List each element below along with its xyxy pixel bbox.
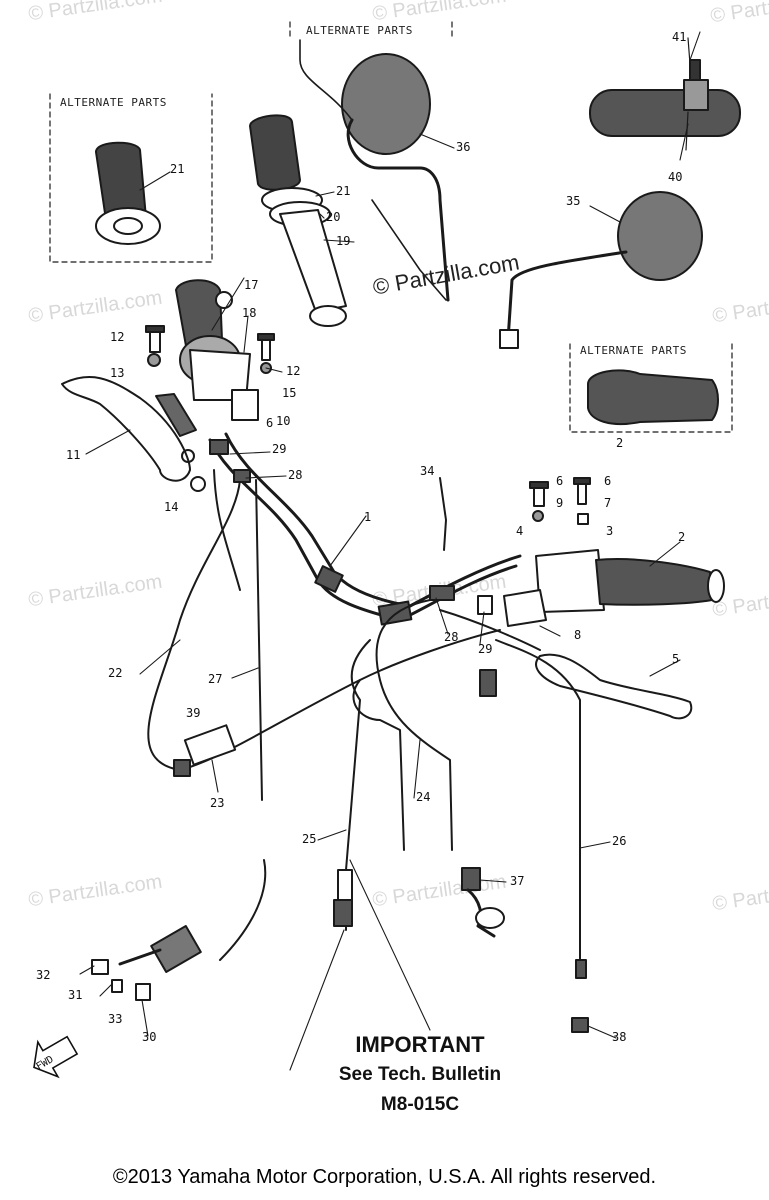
- callout-17: 17: [244, 278, 259, 292]
- callout-29: 29: [272, 442, 287, 456]
- callout-12: 12: [286, 364, 301, 378]
- fwd-arrow-icon: [33, 1035, 79, 1079]
- callout-31: 31: [68, 988, 83, 1002]
- alternate-parts-box: [49, 21, 733, 433]
- right-switch-assembly: [503, 549, 725, 627]
- callout-7: 7: [604, 496, 612, 510]
- cable-ends: [91, 724, 589, 1033]
- callout-9: 9: [556, 496, 564, 510]
- mirror-35: [499, 191, 703, 349]
- grip-19-20-21: [249, 114, 347, 327]
- callout-5: 5: [672, 652, 680, 666]
- cables: [147, 469, 581, 961]
- left-grip-assembly: [155, 279, 259, 437]
- callout-26: 26: [612, 834, 627, 848]
- adjuster-28-29: [209, 439, 497, 697]
- callout-41: 41: [672, 30, 687, 44]
- callout-23: 23: [210, 796, 225, 810]
- notice-title: IMPORTANT: [355, 1032, 485, 1057]
- callout-2: 2: [678, 530, 686, 544]
- callout-24: 24: [416, 790, 431, 804]
- callout-27: 27: [208, 672, 223, 686]
- callout-19: 19: [336, 234, 351, 248]
- notice-line-2: M8-015C: [380, 1094, 460, 1115]
- callout-21: 21: [170, 162, 185, 176]
- alternate-parts-label: ALTERNATE PARTS: [580, 344, 687, 357]
- callout-22: 22: [108, 666, 123, 680]
- callout-25: 25: [302, 832, 317, 846]
- clutch-lever-11: [61, 376, 195, 482]
- grip-40-41: [589, 37, 741, 151]
- callout-12: 12: [110, 330, 125, 344]
- callout-2: 2: [616, 436, 624, 450]
- callout-20: 20: [326, 210, 341, 224]
- callout-6: 6: [604, 474, 612, 488]
- callout-3: 3: [606, 524, 614, 538]
- leader-lines: [79, 31, 701, 1071]
- alternate-parts-label: ALTERNATE PARTS: [60, 96, 167, 109]
- callout-6: 6: [556, 474, 564, 488]
- callout-15: 15: [282, 386, 297, 400]
- callout-37: 37: [510, 874, 525, 888]
- callout-18: 18: [242, 306, 257, 320]
- bolt-12-right: [257, 333, 275, 374]
- copyright-text: ©2013 Yamaha Motor Corporation, U.S.A. A…: [112, 1166, 657, 1188]
- callout-6: 6: [266, 416, 274, 430]
- callout-40: 40: [668, 170, 683, 184]
- callout-29: 29: [478, 642, 493, 656]
- bolt-6-7: [573, 477, 591, 525]
- notice-line-1: See Tech. Bulletin: [338, 1064, 502, 1085]
- callout-11: 11: [66, 448, 81, 462]
- bolt-12-left: [145, 325, 165, 367]
- alternate-parts-label: ALTERNATE PARTS: [306, 24, 413, 37]
- callout-36: 36: [456, 140, 471, 154]
- callout-21: 21: [336, 184, 351, 198]
- handlebar-1: [208, 432, 522, 626]
- callout-4: 4: [516, 524, 524, 538]
- callout-8: 8: [574, 628, 582, 642]
- callout-39: 39: [186, 706, 201, 720]
- clip-34: [439, 477, 447, 551]
- callout-34: 34: [420, 464, 435, 478]
- grip-2-alt: [587, 369, 719, 426]
- bolt-6-9: [529, 481, 549, 522]
- callout-1: 1: [364, 510, 372, 524]
- callout-14: 14: [164, 500, 179, 514]
- mirror-36: [299, 39, 450, 302]
- brake-lever-5: [535, 653, 693, 720]
- callout-38: 38: [612, 1030, 627, 1044]
- callout-30: 30: [142, 1030, 157, 1044]
- callout-28: 28: [288, 468, 303, 482]
- callout-33: 33: [108, 1012, 123, 1026]
- callout-13: 13: [110, 366, 125, 380]
- callout-32: 32: [36, 968, 51, 982]
- callout-28: 28: [444, 630, 459, 644]
- callout-35: 35: [566, 194, 581, 208]
- grip-21-alt: [95, 141, 161, 245]
- callout-10: 10: [276, 414, 291, 428]
